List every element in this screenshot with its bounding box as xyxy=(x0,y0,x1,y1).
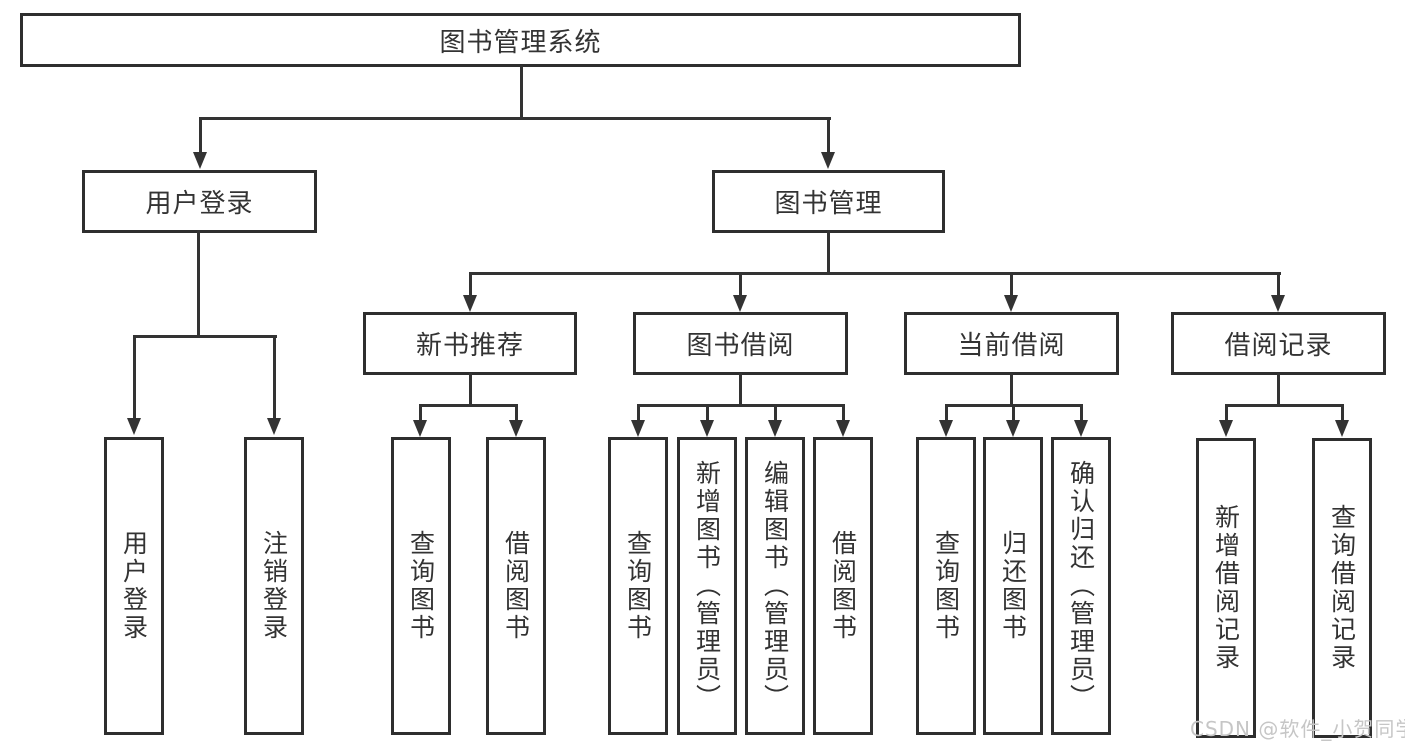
arrowhead-user-login-group xyxy=(193,152,207,169)
arrowhead-borrow-records xyxy=(1271,295,1285,312)
connector-br-bar xyxy=(1225,404,1343,407)
node-cb-return-books: 归还图书 xyxy=(983,437,1043,735)
arrowhead-bb-borrow xyxy=(836,420,850,437)
node-bb-borrow-books: 借阅图书 xyxy=(813,437,873,735)
arrowhead-nb-borrow xyxy=(509,420,523,437)
arrowhead-current-borrow xyxy=(1004,295,1018,312)
connector-bb-bar xyxy=(637,404,845,407)
node-cb-confirm-return: 确认归还（管理员） xyxy=(1051,437,1111,735)
connector-to-br-add xyxy=(1225,404,1228,421)
connector-cb-trunk xyxy=(1010,373,1013,406)
arrowhead-br-add xyxy=(1219,420,1233,437)
connector-br-trunk xyxy=(1277,373,1280,406)
arrowhead-bb-add xyxy=(700,420,714,437)
arrowhead-book-borrow xyxy=(733,295,747,312)
connector-level3-bar xyxy=(469,272,1281,275)
node-br-query-record: 查询借阅记录 xyxy=(1312,438,1372,738)
connector-to-bb-query xyxy=(637,404,640,421)
node-bb-edit-books: 编辑图书（管理员） xyxy=(745,437,805,735)
connector-to-cb-query xyxy=(945,404,948,421)
arrowhead-logout xyxy=(267,418,281,435)
connector-to-logout xyxy=(273,335,276,419)
connector-to-bb-borrow xyxy=(842,404,845,421)
node-bb-add-books: 新增图书（管理员） xyxy=(677,437,737,735)
arrowhead-new-book-rec xyxy=(463,295,477,312)
connector-nb-trunk xyxy=(469,373,472,406)
arrowhead-bb-query xyxy=(631,420,645,437)
connector-to-nb-borrow xyxy=(515,404,518,421)
node-bb-query-books: 查询图书 xyxy=(608,437,668,735)
csdn-watermark: CSDN @软件_小贺同学 xyxy=(1190,717,1405,741)
node-current-borrow: 当前借阅 xyxy=(904,312,1119,375)
node-borrow-records: 借阅记录 xyxy=(1171,312,1386,375)
node-book-mgmt: 图书管理 xyxy=(712,170,945,233)
connector-to-user-login xyxy=(133,335,136,419)
connector-to-new-book-rec xyxy=(469,272,472,296)
connector-to-current-borrow xyxy=(1010,272,1013,296)
node-new-book-rec: 新书推荐 xyxy=(363,312,577,375)
connector-to-cb-return xyxy=(1012,404,1015,421)
node-book-borrow: 图书借阅 xyxy=(633,312,848,375)
node-br-add-record: 新增借阅记录 xyxy=(1196,438,1256,738)
connector-to-cb-confirm xyxy=(1080,404,1083,421)
arrowhead-br-query xyxy=(1335,420,1349,437)
node-user-login: 用户登录 xyxy=(104,437,164,735)
arrowhead-book-mgmt xyxy=(821,152,835,169)
arrowhead-user-login xyxy=(127,418,141,435)
connector-bb-trunk xyxy=(739,373,742,406)
node-user-login-group: 用户登录 xyxy=(82,170,317,233)
node-cb-query-books: 查询图书 xyxy=(916,437,976,735)
node-nb-query-books: 查询图书 xyxy=(391,437,451,735)
connector-level1-bar xyxy=(199,117,831,120)
arrowhead-nb-query xyxy=(413,420,427,437)
connector-to-book-mgmt xyxy=(827,117,830,153)
connector-bookmgmt-trunk xyxy=(827,230,830,275)
connector-to-nb-query xyxy=(419,404,422,421)
connector-to-user-login-group xyxy=(199,117,202,153)
node-nb-borrow-books: 借阅图书 xyxy=(486,437,546,735)
connector-to-br-query xyxy=(1341,404,1344,421)
connector-nb-bar xyxy=(419,404,518,407)
connector-to-bb-edit xyxy=(774,404,777,421)
connector-to-borrow-records xyxy=(1277,272,1280,296)
node-logout: 注销登录 xyxy=(244,437,304,735)
arrowhead-cb-return xyxy=(1006,420,1020,437)
connector-to-book-borrow xyxy=(739,272,742,296)
connector-userlogin-bar xyxy=(133,335,277,338)
node-root: 图书管理系统 xyxy=(20,13,1021,67)
arrowhead-cb-query xyxy=(939,420,953,437)
connector-root-trunk xyxy=(520,65,523,120)
connector-userlogin-trunk xyxy=(197,230,200,336)
arrowhead-bb-edit xyxy=(768,420,782,437)
arrowhead-cb-confirm xyxy=(1074,420,1088,437)
connector-to-bb-add xyxy=(706,404,709,421)
